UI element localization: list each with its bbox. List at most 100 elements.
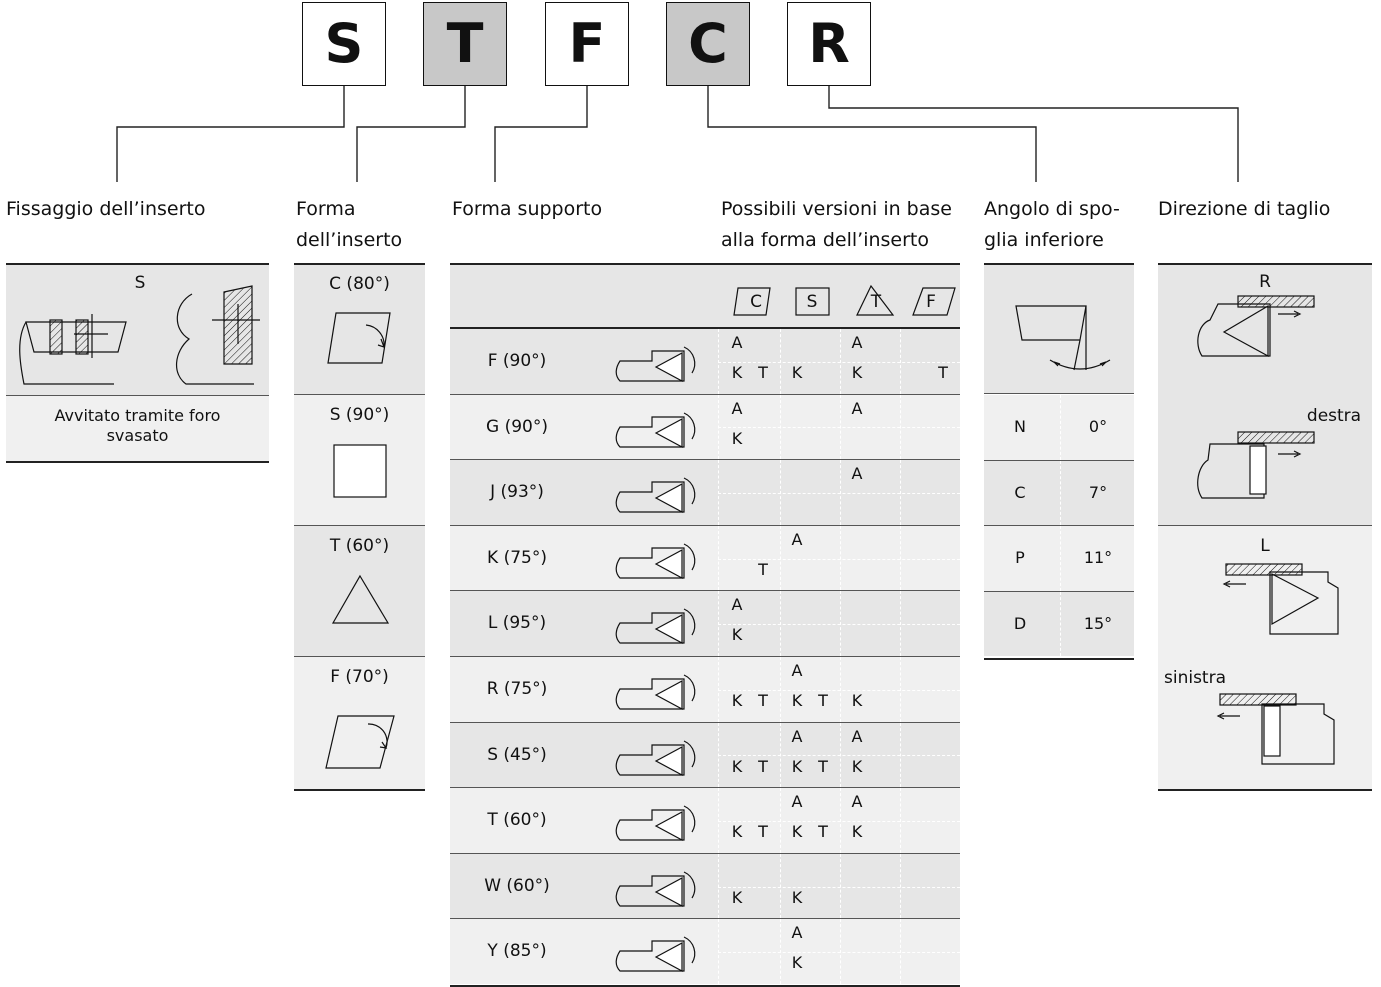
version-letter: A xyxy=(731,398,743,418)
code-letter-insert-shape: T xyxy=(423,2,507,86)
right-hand-tool-icon-1 xyxy=(1197,295,1315,358)
clamping-description-line1: Avvitato tramite foro xyxy=(54,406,221,425)
version-letter: K xyxy=(791,756,803,776)
clearance-angle: 11° xyxy=(1083,548,1113,568)
direction-left-code: L xyxy=(1260,536,1270,556)
header-clearance-line1: Angolo di spo- xyxy=(984,198,1120,220)
version-col-c-icon xyxy=(733,287,771,316)
version-letter: T xyxy=(758,822,768,842)
screw-clamp-icon xyxy=(19,285,260,385)
clearance-diagram-cell xyxy=(984,264,1134,393)
clearance-code: D xyxy=(1013,613,1027,633)
version-letter: A xyxy=(851,726,863,746)
left-hand-tool-icon-2 xyxy=(1216,693,1335,765)
header-insert-shape-line2: dell’inserto xyxy=(296,229,403,251)
holder-style-w-icon xyxy=(615,871,696,907)
holder-row xyxy=(450,329,960,394)
clearance-angle-icon xyxy=(1015,305,1111,371)
version-letter: K xyxy=(731,756,743,776)
version-col-t-icon xyxy=(856,284,895,316)
holder-style-l-icon xyxy=(615,608,696,645)
left-hand-tool-icon-1 xyxy=(1222,563,1339,635)
version-letter: A xyxy=(791,726,803,746)
code-letter-cut-direction: R xyxy=(787,2,871,86)
holder-row-label: F (90°) xyxy=(487,351,547,371)
version-col-label-f: F xyxy=(926,292,936,312)
holder-style-j-icon xyxy=(615,477,696,514)
version-letter: A xyxy=(791,792,803,812)
clearance-code: C xyxy=(1014,482,1026,502)
version-letter: K xyxy=(731,887,743,907)
holder-style-y-icon xyxy=(615,936,696,973)
square-icon xyxy=(333,444,387,498)
code-letter-clearance-angle: C xyxy=(666,2,750,86)
version-letter: K xyxy=(731,625,743,645)
header-holder-style: Forma supporto xyxy=(452,198,603,220)
version-letter: A xyxy=(851,398,863,418)
version-letter: A xyxy=(851,333,863,352)
direction-right-code: R xyxy=(1259,272,1271,292)
clearance-angle: 15° xyxy=(1083,613,1113,633)
version-letter: A xyxy=(791,923,803,943)
version-letter: A xyxy=(791,661,803,680)
header-versions: Possibili versioni in base alla forma de… xyxy=(721,194,952,256)
header-insert-shape: Forma dell’inserto xyxy=(296,194,402,256)
insert-shape-c-cell xyxy=(294,264,425,394)
header-versions-line1: Possibili versioni in base xyxy=(721,198,952,220)
clamping-description-line2: svasato xyxy=(106,426,169,445)
rhombus-70-icon xyxy=(325,715,395,769)
direction-left-label: sinistra xyxy=(1164,668,1227,688)
header-cut-direction: Direzione di taglio xyxy=(1158,198,1331,220)
version-letter: K xyxy=(731,428,743,448)
version-letter: A xyxy=(851,792,863,812)
version-letter: K xyxy=(851,756,863,776)
header-clamping: Fissaggio dell’inserto xyxy=(6,198,206,220)
version-letter: K xyxy=(851,363,863,382)
version-col-label-s: S xyxy=(806,292,818,312)
holder-row-label: G (90°) xyxy=(486,416,548,437)
version-letter: K xyxy=(791,953,803,973)
connector-lines xyxy=(116,86,1239,182)
version-col-f-icon xyxy=(912,287,956,316)
version-letter: A xyxy=(731,333,743,352)
version-letter: T xyxy=(758,691,768,710)
insert-shape-label-s: S (90°) xyxy=(329,405,390,425)
version-letter: K xyxy=(731,822,743,842)
holder-row xyxy=(450,394,960,460)
holder-style-t-icon xyxy=(615,805,696,842)
version-letter: A xyxy=(851,464,863,484)
header-clearance: Angolo di spo- glia inferiore xyxy=(984,194,1120,256)
version-col-label-t: T xyxy=(870,292,882,312)
insert-shape-label-c: C (80°) xyxy=(329,274,390,294)
holder-row xyxy=(450,657,960,722)
insert-shape-label-t: T (60°) xyxy=(329,536,390,556)
version-letter: K xyxy=(851,691,863,710)
holder-row-label: Y (85°) xyxy=(487,941,547,962)
clearance-row xyxy=(984,591,1134,657)
header-clearance-line2: glia inferiore xyxy=(984,229,1104,251)
version-letter: T xyxy=(938,363,948,382)
version-letter: T xyxy=(818,822,828,842)
holder-row xyxy=(450,919,960,984)
holder-row xyxy=(450,460,960,525)
holder-row xyxy=(450,525,960,591)
rhombus-80-icon xyxy=(327,312,391,364)
insert-shape-label-f: F (70°) xyxy=(330,667,389,687)
version-letter: K xyxy=(791,822,803,842)
clamping-description: Avvitato tramite foro svasato xyxy=(6,406,269,446)
holder-row-label: T (60°) xyxy=(487,810,547,831)
triangle-icon xyxy=(331,574,390,624)
version-letter: T xyxy=(758,363,768,382)
clearance-row xyxy=(984,526,1134,591)
clamping-description-panel xyxy=(6,396,269,461)
code-letter-holder-style: F xyxy=(545,2,629,86)
holder-row-label: J (93°) xyxy=(490,482,544,503)
version-letter: T xyxy=(818,756,828,776)
holder-row xyxy=(450,722,960,788)
version-letter: A xyxy=(731,595,743,615)
version-letter: T xyxy=(818,691,828,710)
holder-table-header xyxy=(450,265,960,327)
version-letter: K xyxy=(791,363,803,382)
clearance-row xyxy=(984,395,1134,460)
holder-row xyxy=(450,788,960,853)
